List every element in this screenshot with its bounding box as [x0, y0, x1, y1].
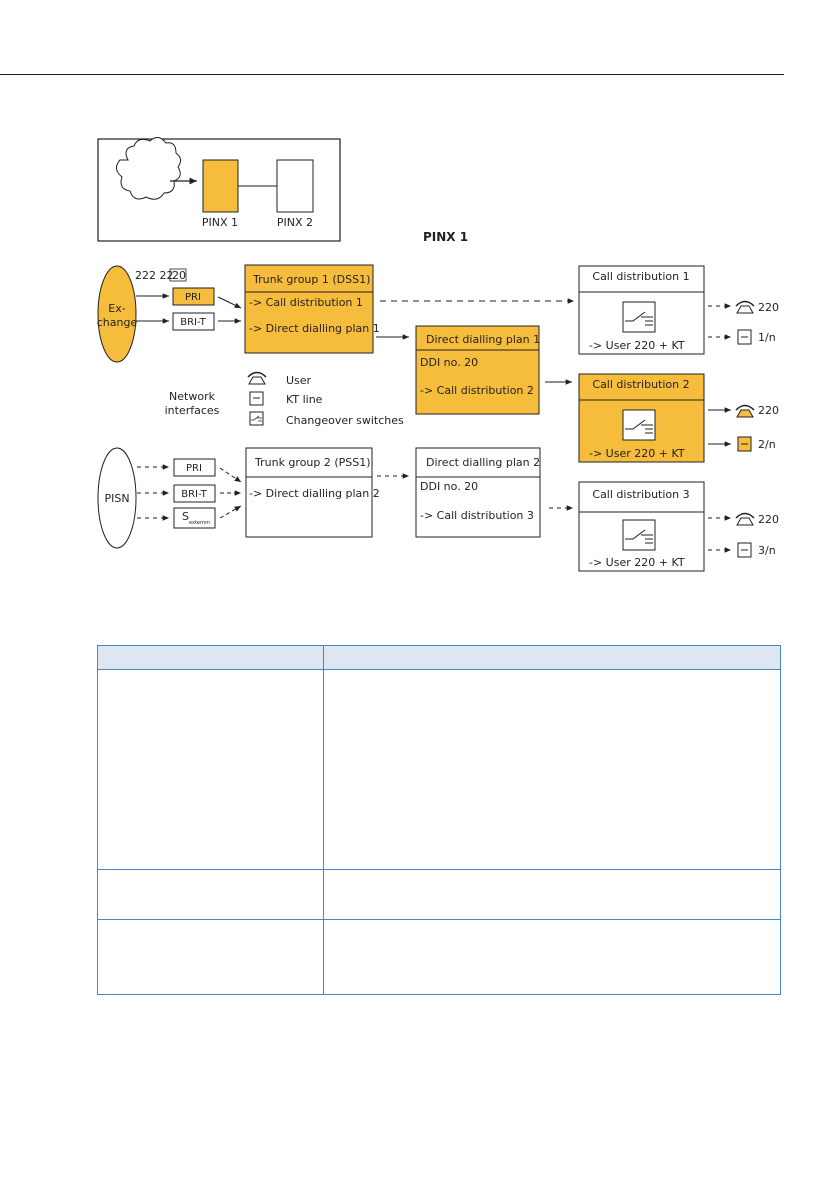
- exchange-node: [97, 265, 137, 363]
- legend-changeover: Changeover switches: [286, 414, 404, 427]
- pisn-node: [97, 447, 137, 549]
- pinx1-overview-box: [202, 159, 239, 213]
- call-distribution-1-title: Call distribution 1: [592, 270, 689, 283]
- interface-brit-2-label: BRI-T: [181, 489, 207, 500]
- pinx2-overview-label: PINX 2: [277, 216, 313, 229]
- ddi-plan-1-title: Direct dialling plan 1: [426, 333, 540, 346]
- legend-title-1: Network: [169, 390, 216, 403]
- trunk-group-1-line2: -> Direct dialling plan 1: [249, 322, 380, 335]
- overview-panel: PINX 1 PINX 2: [97, 137, 341, 242]
- interface-pri-2: [173, 458, 216, 477]
- kt-line-icon: [737, 542, 752, 558]
- legend-title-2: interfaces: [165, 404, 220, 417]
- user-220-label-1: 220: [758, 301, 779, 314]
- trunk-group-1-title: Trunk group 1 (DSS1): [252, 273, 370, 286]
- interface-s-external: [173, 507, 216, 529]
- exchange-label-2: change: [97, 316, 138, 329]
- trunk-group-1: Trunk group 1 (DSS1) -> Call distributio…: [244, 264, 380, 354]
- cloud-icon: [116, 137, 182, 200]
- interface-brit-2: [173, 484, 216, 503]
- interface-brit-1-label: BRI-T: [180, 317, 206, 328]
- ddi-plan-2-title: Direct dialling plan 2: [426, 456, 540, 469]
- kt-line-1-label: 1/n: [758, 331, 776, 344]
- table-column-divider: [323, 646, 324, 994]
- pinx1-overview-label: PINX 1: [202, 216, 238, 229]
- trunk-group-2-line1: -> Direct dialling plan 2: [249, 487, 380, 500]
- kt-line-3-label: 3/n: [758, 544, 776, 557]
- call-distribution-1-target: -> User 220 + KT: [589, 339, 685, 352]
- interface-brit-1: [172, 312, 215, 331]
- legend-user: User: [286, 374, 312, 387]
- call-distribution-1: Call distribution 1 -> User 220 + KT: [578, 265, 705, 355]
- call-distribution-3-title: Call distribution 3: [592, 488, 689, 501]
- pisn-label: PISN: [104, 492, 129, 505]
- interface-pri-2-label: PRI: [186, 463, 202, 474]
- call-distribution-3-target: -> User 220 + KT: [589, 556, 685, 569]
- ddi-number-suffix: 20: [172, 269, 186, 282]
- exchange-label-1: Ex-: [108, 302, 125, 315]
- kt-line-2-label: 2/n: [758, 438, 776, 451]
- ddi-plan-1-number: DDI no. 20: [420, 356, 478, 369]
- ddi-plan-1-target: -> Call distribution 2: [420, 384, 534, 397]
- trunk-group-1-line1: -> Call distribution 1: [249, 296, 363, 309]
- ddi-plan-2-target: -> Call distribution 3: [420, 509, 534, 522]
- trunk-group-2: Trunk group 2 (PSS1) -> Direct dialling …: [245, 447, 380, 538]
- pinx2-overview-box: [276, 159, 314, 213]
- info-table: [97, 645, 781, 995]
- network-diagram: PINX 1 PINX 2 PINX 1 Ex- change 222 22 2…: [97, 137, 779, 572]
- ddi-number-prefix: 222 22: [135, 269, 174, 282]
- call-distribution-2: Call distribution 2 -> User 220 + KT: [578, 373, 705, 463]
- ddi-plan-2-number: DDI no. 20: [420, 480, 478, 493]
- table-row-divider: [98, 919, 780, 920]
- ddi-plan-1: Direct dialling plan 1 DDI no. 20 -> Cal…: [415, 325, 540, 415]
- interface-pri-1-label: PRI: [185, 292, 201, 303]
- phone-icon: [735, 404, 755, 418]
- interface-pri-1: [172, 287, 215, 306]
- phone-icon: [735, 300, 755, 314]
- ddi-plan-2: Direct dialling plan 2 DDI no. 20 -> Cal…: [415, 447, 541, 538]
- legend-user-icon: [247, 371, 267, 385]
- figure-title: PINX 1: [423, 230, 468, 244]
- kt-line-icon: [737, 329, 752, 345]
- user-220-label-2: 220: [758, 404, 779, 417]
- call-distribution-2-title: Call distribution 2: [592, 378, 689, 391]
- kt-line-icon: [737, 436, 752, 452]
- legend-kt-line: KT line: [286, 393, 323, 406]
- call-distribution-3: Call distribution 3 -> User 220 + KT: [578, 481, 705, 572]
- user-220-label-3: 220: [758, 513, 779, 526]
- table-header: [98, 646, 780, 670]
- legend-kt-line-icon: [249, 391, 264, 406]
- interface-s-label: S: [182, 510, 189, 523]
- call-distribution-2-target: -> User 220 + KT: [589, 447, 685, 460]
- interface-s-subscript: externm: [189, 520, 210, 526]
- trunk-group-2-title: Trunk group 2 (PSS1): [254, 456, 371, 469]
- phone-icon: [735, 512, 755, 526]
- table-row-divider: [98, 869, 780, 870]
- legend-changeover-icon: [249, 411, 264, 426]
- page-header-rule: [0, 74, 784, 75]
